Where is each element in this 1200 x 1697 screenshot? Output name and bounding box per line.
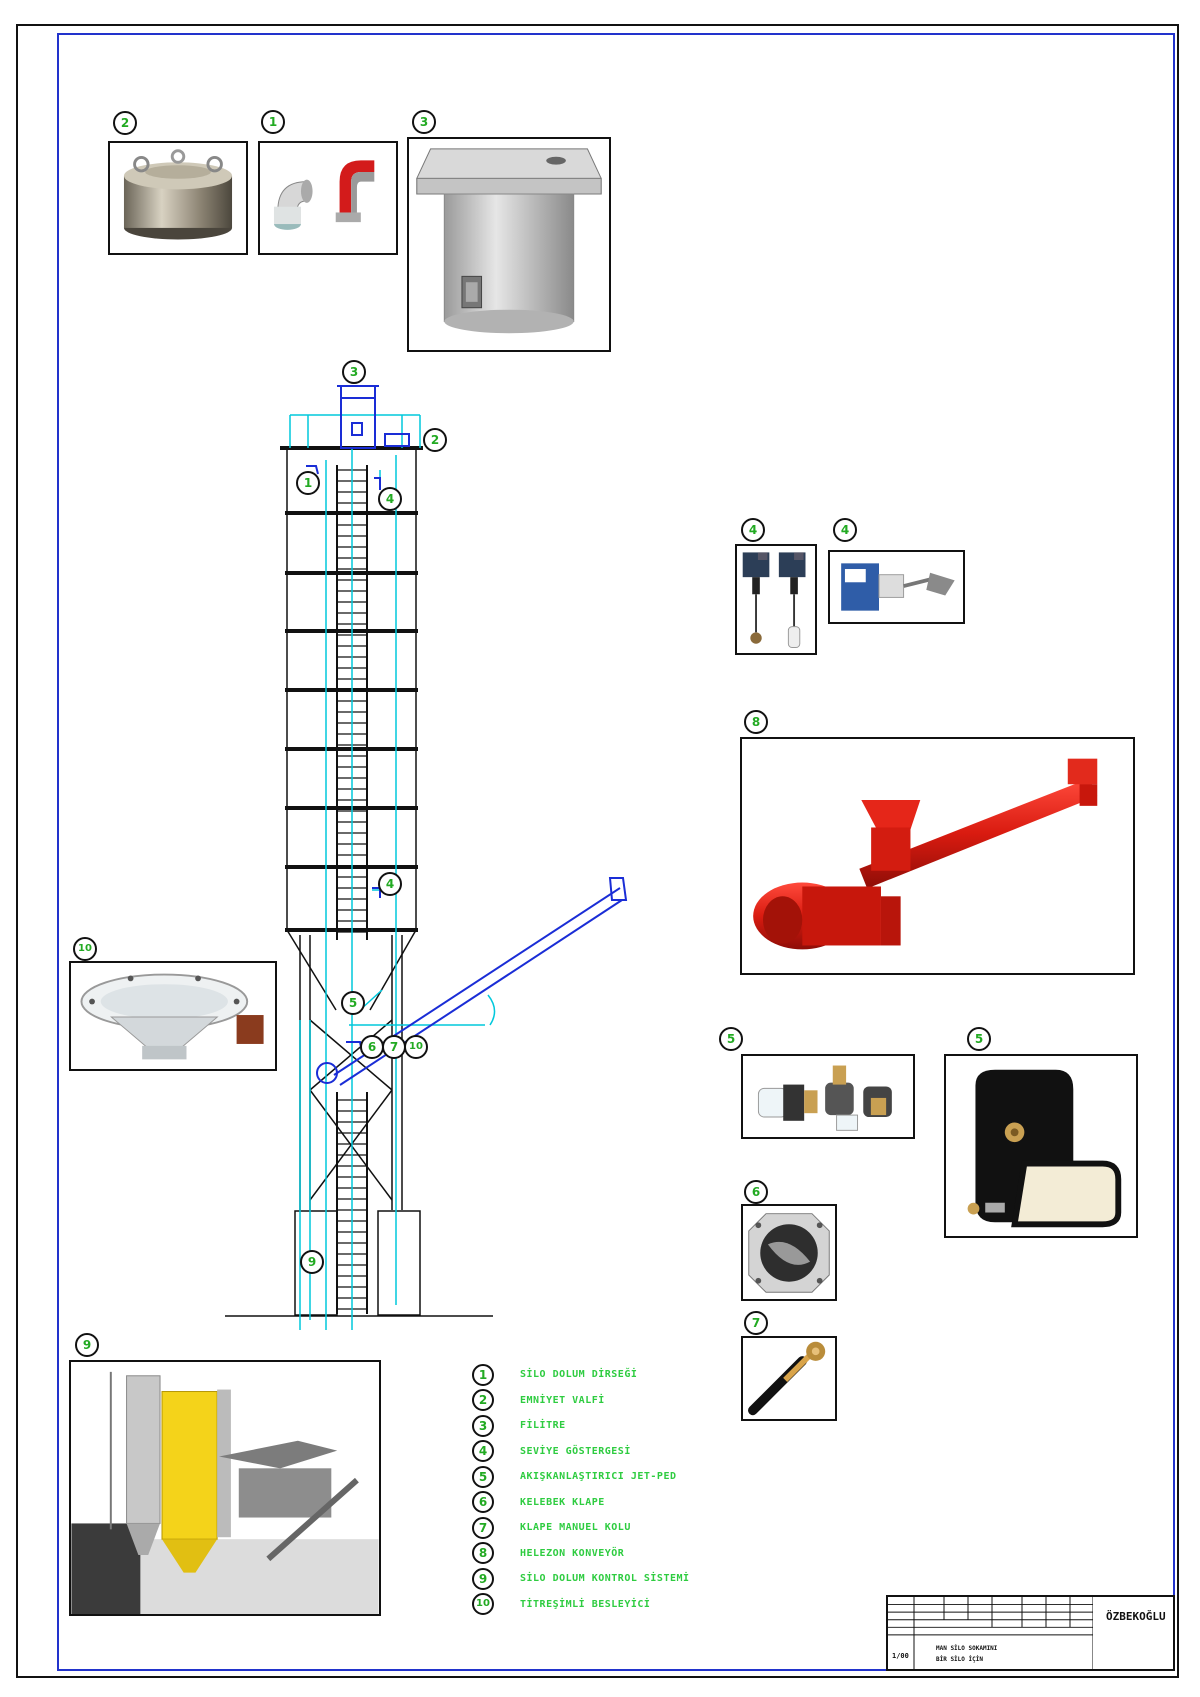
callout-3-drawing: 3 [342,360,366,384]
callout-3-photo: 3 [412,110,436,134]
legend-item: 8 HELEZON KONVEYÖR [472,1541,732,1567]
photo-level-sensor-paddle [828,550,965,624]
callout-1-photo: 1 [261,110,285,134]
legend-item-label: SEVİYE GÖSTERGESİ [520,1445,631,1457]
callout-5-photo-b: 5 [967,1027,991,1051]
photo-filling-elbow [258,141,398,255]
photo-vibrating-feeder [69,961,277,1071]
callout-5-drawing: 5 [341,991,365,1015]
legend-item-label: HELEZON KONVEYÖR [520,1547,625,1559]
legend-item-label: FİLİTRE [520,1420,566,1432]
legend-item-number: 1 [472,1363,494,1386]
callout-1-drawing: 1 [296,471,320,495]
callout-2-drawing: 2 [423,428,447,452]
title-block [886,1595,1175,1671]
photo-butterfly-valve [741,1204,837,1301]
inner-border [57,33,1175,1671]
callout-5-photo-a: 5 [719,1027,743,1051]
callout-7-drawing: 7 [382,1035,406,1059]
legend-item: 5 AKIŞKANLAŞTIRICI JET-PED [472,1464,732,1490]
callout-8-photo: 8 [744,710,768,734]
callout-4-photo-a: 4 [741,518,765,542]
callout-4-photo-b: 4 [833,518,857,542]
photo-level-sensor-vertical [735,544,817,655]
legend-item: 2 EMNİYET VALFİ [472,1388,732,1414]
callout-6-photo: 6 [744,1180,768,1204]
callout-4-drawing-bottom: 4 [378,872,402,896]
legend-item: 9 SİLO DOLUM KONTROL SİSTEMİ [472,1566,732,1592]
legend-item-number: 10 [472,1593,494,1616]
photo-silo-plant [69,1360,381,1616]
callout-9-drawing: 9 [300,1250,324,1274]
legend-item: 6 KELEBEK KLAPE [472,1490,732,1516]
legend-item-number: 2 [472,1389,494,1412]
title-block-project-line1: MAN SİLO SOKAMINI [936,1645,998,1652]
legend-item-label: EMNİYET VALFİ [520,1394,605,1406]
legend-item-label: KLAPE MANUEL KOLU [520,1522,631,1534]
legend-item-number: 3 [472,1414,494,1437]
callout-10-photo: 10 [73,937,97,961]
photo-filter [407,137,611,352]
legend-item: 1 SİLO DOLUM DİRSEĞİ [472,1362,732,1388]
title-block-company: ÖZBEKOĞLU [1106,1610,1166,1623]
legend-item-number: 7 [472,1516,494,1539]
photo-safety-valve [108,141,248,255]
title-block-project-line2: BİR SİLO İÇİN [936,1656,983,1663]
legend-item-label: TİTREŞİMLİ BESLEYİCİ [520,1598,651,1610]
photo-manual-lever [741,1336,837,1421]
legend-item-label: SİLO DOLUM KONTROL SİSTEMİ [520,1573,690,1585]
legend-item: 7 KLAPE MANUEL KOLU [472,1515,732,1541]
callout-7-photo: 7 [744,1311,768,1335]
callout-2-photo: 2 [113,111,137,135]
title-block-scale: 1/00 [892,1652,909,1660]
photo-screw-conveyor [740,737,1135,975]
photo-jet-pad-aerator [944,1054,1138,1238]
callout-9-photo: 9 [75,1333,99,1357]
legend: 1 SİLO DOLUM DİRSEĞİ 2 EMNİYET VALFİ 3 FİLİTR… [472,1362,732,1617]
callout-6-drawing: 6 [360,1035,384,1059]
legend-item-number: 4 [472,1440,494,1463]
legend-item: 4 SEVİYE GÖSTERGESİ [472,1439,732,1465]
legend-item: 10 TİTREŞİMLİ BESLEYİCİ [472,1592,732,1618]
legend-item-label: KELEBEK KLAPE [520,1496,605,1508]
photo-jet-pad-nozzles [741,1054,915,1139]
legend-item-number: 8 [472,1542,494,1565]
legend-item-number: 6 [472,1491,494,1514]
legend-item-number: 5 [472,1465,494,1488]
legend-item: 3 FİLİTRE [472,1413,732,1439]
callout-4-drawing-top: 4 [378,487,402,511]
legend-item-label: SİLO DOLUM DİRSEĞİ [520,1369,638,1381]
legend-item-number: 9 [472,1567,494,1590]
outer-border [16,24,1179,1678]
legend-item-label: AKIŞKANLAŞTIRICI JET-PED [520,1471,677,1483]
callout-10-drawing: 10 [404,1035,428,1059]
